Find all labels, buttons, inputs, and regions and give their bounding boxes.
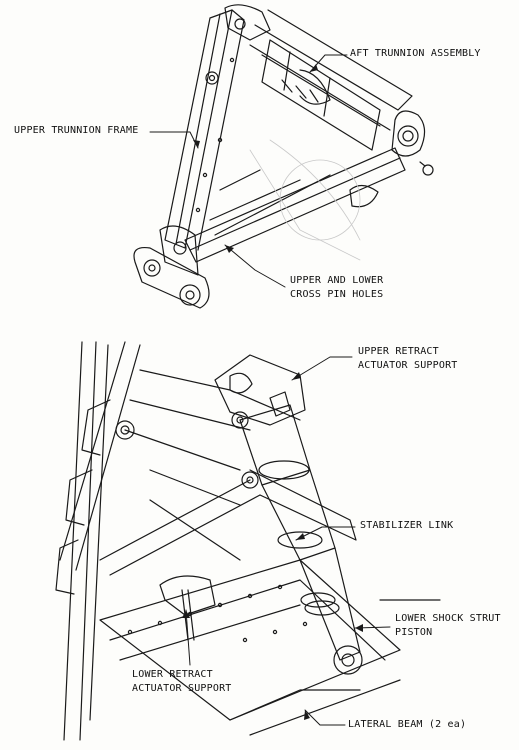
label-aft-trunnion-assembly: AFT TRUNNION ASSEMBLY: [350, 48, 481, 59]
label-lower-retract-actuator-support: LOWER RETRACT ACTUATOR SUPPORT: [132, 669, 232, 694]
label-stabilizer-link: STABILIZER LINK: [360, 520, 454, 531]
label-upper-retract-actuator-support: UPPER RETRACT ACTUATOR SUPPORT: [358, 346, 458, 371]
label-upper-trunnion-frame: UPPER TRUNNION FRAME: [14, 125, 139, 136]
label-lateral-beam: LATERAL BEAM (2 ea): [348, 719, 467, 730]
lower-assembly-drawing: [55, 341, 441, 741]
arrowheads: [182, 64, 363, 720]
label-lower-shock-strut-piston: LOWER SHOCK STRUT PISTON: [395, 613, 501, 638]
upper-trunnion-frame-drawing: [133, 4, 434, 309]
label-cross-pin-holes: UPPER AND LOWER CROSS PIN HOLES: [290, 275, 384, 300]
